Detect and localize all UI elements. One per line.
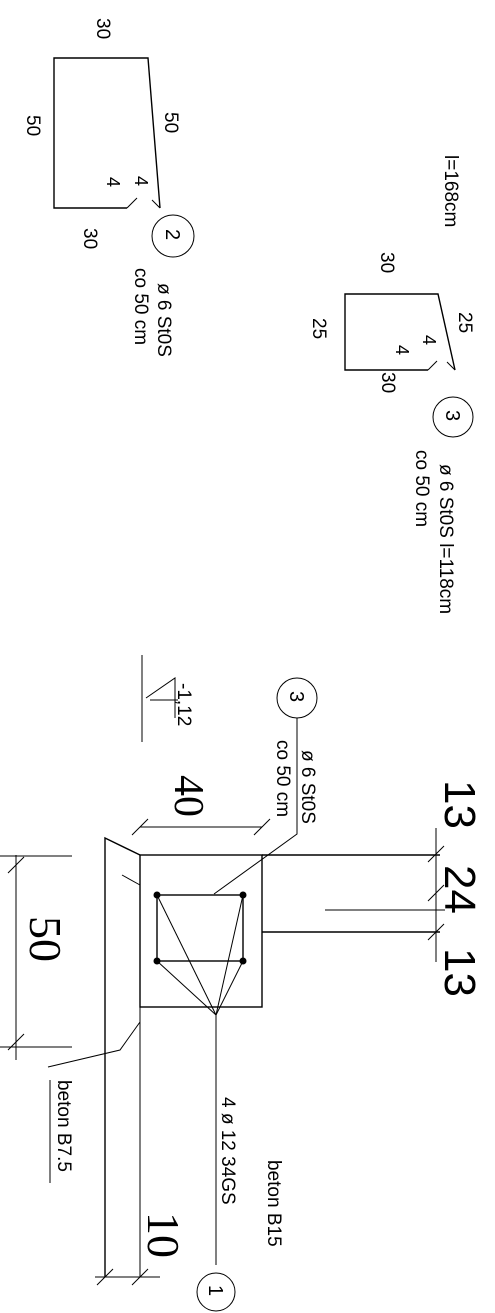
section-callout-3-spacing: co 50 cm <box>272 740 293 817</box>
stirrup-2-hook-b: 4 <box>103 177 123 187</box>
level-marker: -1,12 <box>173 683 194 726</box>
stirrup-3-dim-right: 25 <box>454 312 475 333</box>
stirrup-2-spacing: co 50 cm <box>130 268 151 345</box>
stirrup-2-mark-circle <box>151 214 195 258</box>
beam-section <box>139 854 263 1008</box>
rebar-cage <box>156 894 244 962</box>
stirrup-3-spec: ø 6 St0S l=118cm <box>435 464 456 614</box>
stirrup-2-spec: ø 6 St0S <box>153 283 174 357</box>
rebar-mark: 1 <box>204 1285 226 1296</box>
concrete-lean-label: beton B7.5 <box>53 1080 74 1172</box>
concrete-main-label: beton B15 <box>263 1160 284 1247</box>
dim-bottom-13: 13 <box>435 948 484 997</box>
stirrup-2-dim-top: 30 <box>92 18 113 39</box>
dim-top-13: 13 <box>435 780 484 829</box>
stirrup-2-dim-left: 50 <box>22 115 43 136</box>
footing-outline <box>104 836 141 1277</box>
foundation-section: -1,12 3 ø 6 St0S co 50 cm 40 13 24 13 <box>0 655 484 1312</box>
stirrup-2-shape <box>53 57 161 209</box>
stirrup-3-mark: 3 <box>441 410 463 421</box>
stirrup-3-hook-a: 4 <box>419 335 439 345</box>
stirrup-3-dim-bottom: 30 <box>377 372 398 393</box>
stirrup-3-spacing: co 50 cm <box>411 450 432 527</box>
stirrup-2-dim-right: 50 <box>160 112 181 133</box>
stirrup-2-dim-bottom: 30 <box>79 228 100 249</box>
stirrup-3-shape <box>344 293 456 371</box>
stirrup-3: l=168cm 30 25 25 4 4 30 3 ø 6 St0S l=118… <box>308 155 475 614</box>
rebar-mark-circle <box>196 1272 236 1312</box>
stirrup-3-mark-circle <box>432 396 474 438</box>
dim-offset-10: 10 <box>138 1212 189 1258</box>
section-callout-3-mark: 3 <box>285 691 307 702</box>
stirrup-2-mark: 2 <box>161 229 183 240</box>
stirrup-2: 30 50 50 4 4 30 2 ø 6 St0S co 50 cm <box>22 18 195 357</box>
dim-wall-24: 24 <box>435 865 484 914</box>
stirrup-3-length-note: l=168cm <box>440 155 461 227</box>
section-callout-3-spec: ø 6 St0S <box>297 750 318 824</box>
stirrup-3-dim-top: 30 <box>376 252 397 273</box>
stirrup-3-dim-left: 25 <box>308 318 329 339</box>
dim-width-40: 40 <box>165 775 211 817</box>
dim-footing-50: 50 <box>20 916 71 962</box>
stirrup-2-hook-a: 4 <box>131 176 151 186</box>
rebar-spec: 4 ø 12 34GS <box>217 1097 238 1205</box>
stirrup-3-hook-b: 4 <box>392 345 412 355</box>
